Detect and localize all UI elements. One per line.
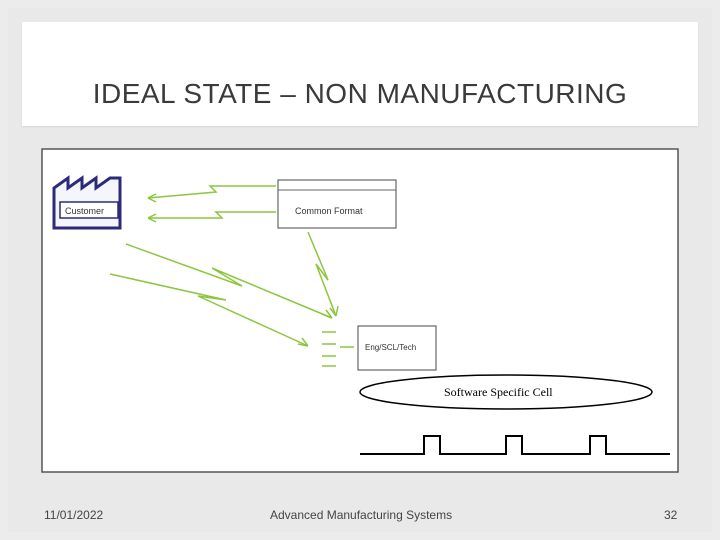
common-format-label: Common Format: [295, 206, 363, 216]
footer-title: Advanced Manufacturing Systems: [270, 508, 453, 522]
info-flow-arrow-1: [147, 185, 276, 199]
customer-factory-icon: [52, 175, 122, 230]
input-marks: [322, 331, 354, 367]
info-flow-arrow-3: [125, 243, 333, 319]
common-format-box: [277, 179, 397, 229]
page-number: 32: [664, 508, 678, 522]
customer-label: Customer: [65, 206, 104, 216]
cell-label: Software Specific Cell: [444, 385, 553, 399]
software-cell-ellipse: [359, 374, 653, 410]
info-flow-arrow-5: [307, 231, 337, 317]
electronic-flow-arrows: [109, 185, 339, 347]
slide-title: IDEAL STATE – NON MANUFACTURING: [92, 78, 628, 109]
eng-process-box: [357, 325, 437, 371]
value-stream-diagram: Customer Common Format Eng/SCL/Tech Soft: [41, 148, 679, 473]
footer-date: 11/01/2022: [44, 508, 104, 522]
eng-label: Eng/SCL/Tech: [365, 343, 416, 352]
info-flow-arrow-4: [109, 273, 309, 347]
info-flow-arrow-2: [148, 211, 276, 219]
timeline: [360, 435, 670, 455]
title-box: IDEAL STATE – NON MANUFACTURING: [22, 22, 698, 126]
